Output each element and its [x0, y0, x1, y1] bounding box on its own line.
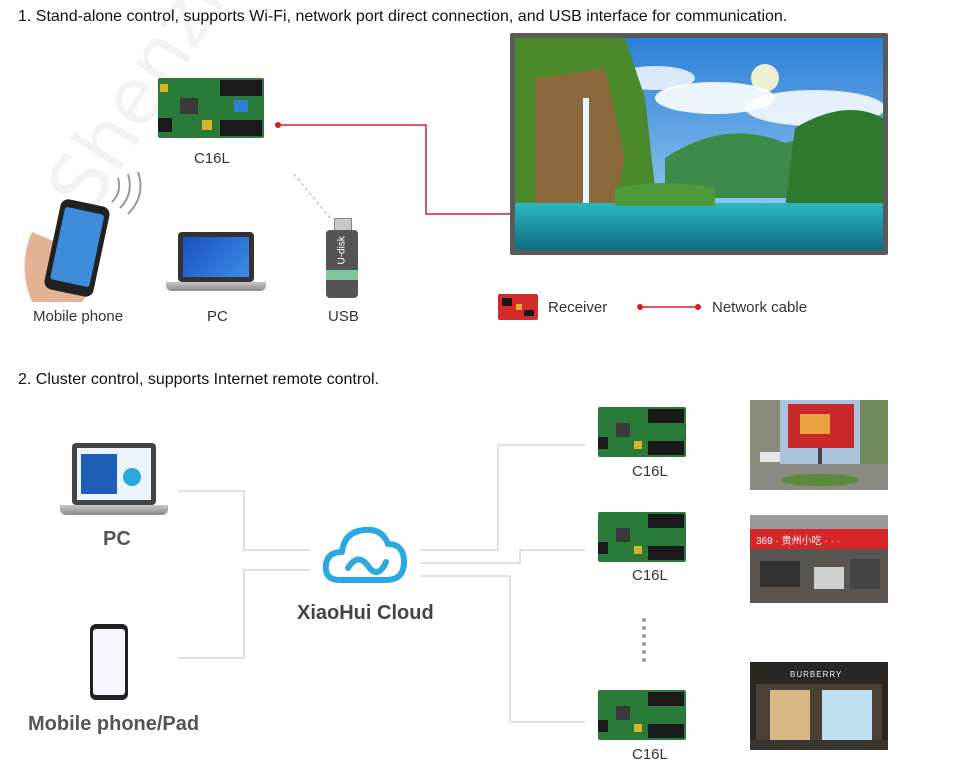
cluster-controller-board-1	[598, 407, 686, 457]
more-controllers-dots	[642, 618, 646, 662]
cluster-controller-label-1: C16L	[632, 463, 668, 480]
mobile-phone-image	[12, 171, 157, 307]
cluster-mobile-label: Mobile phone/Pad	[28, 713, 200, 735]
network-cable-line	[275, 122, 515, 215]
mobile-phone-label: Mobile phone	[33, 308, 124, 325]
receiver-card-icon	[498, 294, 538, 320]
section1-title: 1. Stand-alone control, supports Wi-Fi, …	[18, 8, 788, 25]
cluster-pc-laptop-base	[60, 505, 168, 515]
controller-label: C16L	[194, 150, 230, 167]
cluster-controller-board-3	[598, 690, 686, 740]
section2-title: 2. Cluster control, supports Internet re…	[18, 371, 380, 388]
receiver-label: Receiver	[548, 299, 608, 316]
cluster-controller-label-2: C16L	[632, 567, 668, 584]
storefront-sign-text: 369 · 贵州小吃 · · ·	[756, 536, 840, 547]
billboard-photo	[750, 400, 888, 490]
cluster-mobile-phone	[90, 624, 128, 700]
luxury-store-photo: BURBERRY	[750, 662, 888, 750]
cluster-pc-laptop	[72, 443, 156, 505]
controller-board	[158, 78, 264, 138]
network-cable-legend-line	[637, 304, 701, 310]
cluster-controller-label-3: C16L	[632, 746, 668, 763]
usb-label: USB	[328, 308, 359, 325]
xiaohui-cloud-icon	[322, 526, 407, 583]
xiaohui-cloud-label: XiaoHui Cloud	[297, 602, 434, 624]
cluster-controller-board-2	[598, 512, 686, 562]
led-display	[510, 33, 888, 255]
storefront-photo: 369 · 贵州小吃 · · ·	[750, 515, 888, 603]
usb-dashed-line	[293, 173, 333, 221]
luxury-store-sign-text: BURBERRY	[790, 670, 843, 679]
landscape-image	[515, 38, 883, 250]
usb-stick	[326, 218, 358, 298]
cluster-pc-label: PC	[103, 528, 131, 550]
network-cable-label: Network cable	[712, 299, 808, 316]
pc-laptop	[178, 232, 254, 282]
pc-laptop-base	[166, 282, 266, 291]
pc-label: PC	[207, 308, 228, 325]
